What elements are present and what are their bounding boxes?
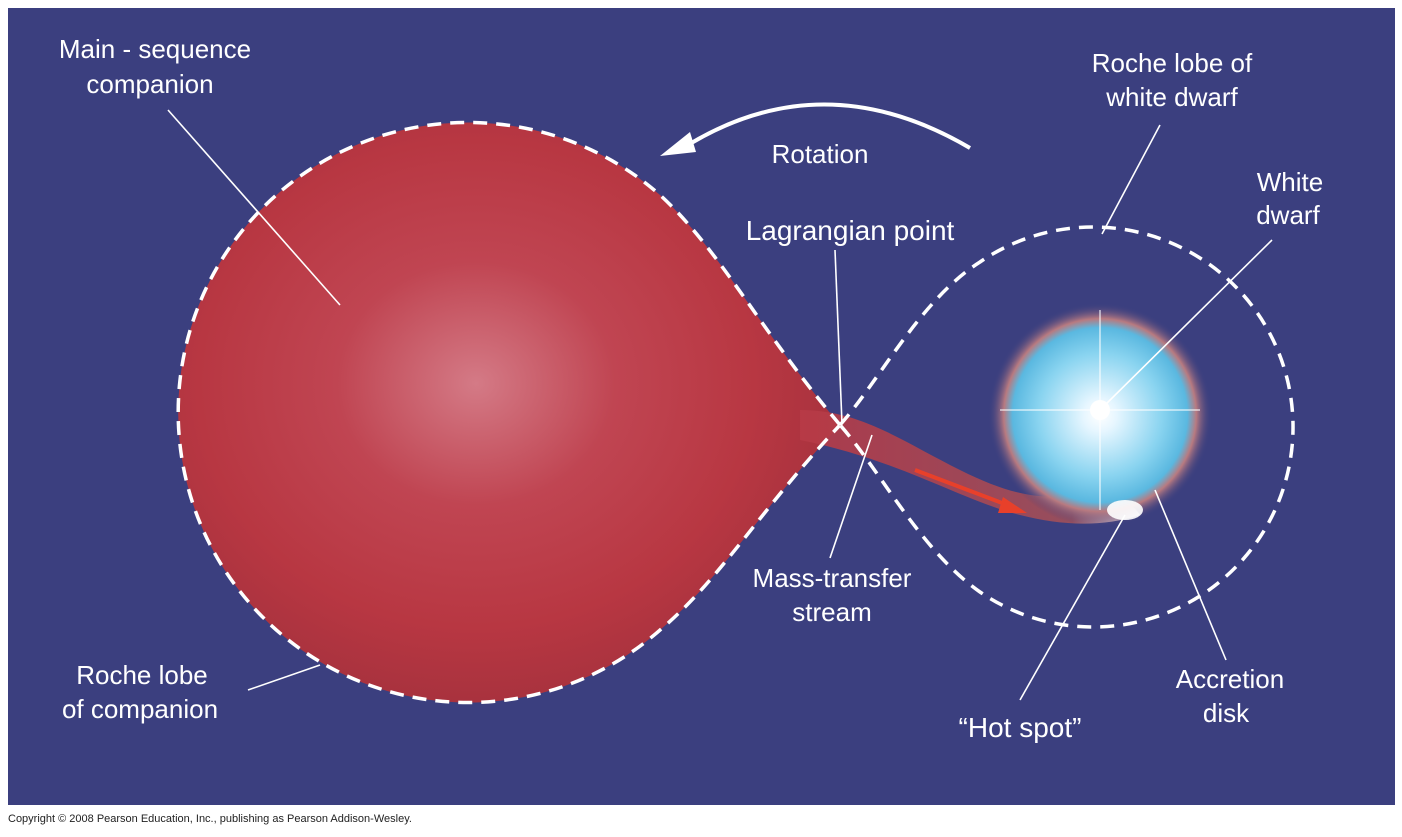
leader-disk xyxy=(1154,489,1227,661)
leader-roche-companion xyxy=(247,664,321,691)
leader-white-dwarf xyxy=(1101,239,1273,409)
label-roche-wd-2: white dwarf xyxy=(1105,82,1238,112)
label-lagrangian: Lagrangian point xyxy=(746,215,955,246)
label-companion-2: companion xyxy=(86,69,213,99)
flow-arrowhead xyxy=(998,497,1027,513)
label-hot-spot: “Hot spot” xyxy=(959,712,1082,743)
leader-roche-wd xyxy=(1101,124,1161,235)
copyright-notice: Copyright © 2008 Pearson Education, Inc.… xyxy=(8,813,412,825)
label-white-dwarf-1: White xyxy=(1257,167,1323,197)
label-roche-companion-2: of companion xyxy=(62,694,218,724)
label-disk-2: disk xyxy=(1203,698,1250,728)
rotation-arrowhead xyxy=(660,132,696,156)
label-disk-1: Accretion xyxy=(1176,664,1284,694)
label-rotation: Rotation xyxy=(772,139,869,169)
leader-hot-spot xyxy=(1019,514,1126,701)
companion-star xyxy=(178,122,841,703)
leader-stream xyxy=(829,434,873,559)
label-companion-1: Main - sequence xyxy=(59,34,251,64)
rotation-arrow xyxy=(678,102,972,152)
leader-lagrangian xyxy=(834,249,843,425)
flow-arrow xyxy=(914,468,1011,508)
mass-transfer-stream xyxy=(800,410,1140,524)
hot-spot xyxy=(1107,500,1143,520)
label-roche-wd-1: Roche lobe of xyxy=(1092,48,1253,78)
leader-companion xyxy=(167,109,341,306)
roche-lobe-white-dwarf xyxy=(838,225,1295,629)
label-white-dwarf-2: dwarf xyxy=(1256,200,1320,230)
label-stream-1: Mass-transfer xyxy=(753,563,912,593)
label-roche-companion-1: Roche lobe xyxy=(76,660,208,690)
roche-lobe-companion xyxy=(176,120,842,705)
label-stream-2: stream xyxy=(792,597,871,627)
